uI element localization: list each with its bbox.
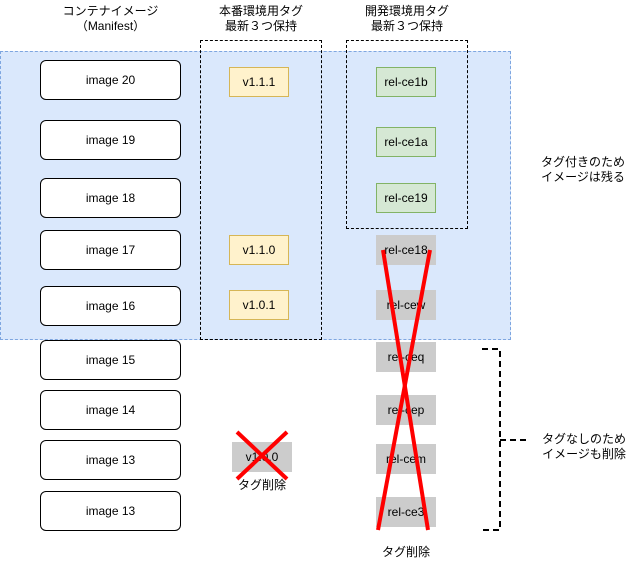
image-box: image 20 [40,60,181,100]
image-box: image 15 [40,340,181,380]
image-box: image 14 [40,390,181,430]
prod-tag-v101: v1.0.1 [229,290,289,320]
prod-tags-header: 本番環境用タグ 最新３つ保持 [218,4,303,33]
prod-tag-delete-label: タグ削除 [237,478,286,492]
prod-delete-cross-line [235,430,289,481]
dev-tag-deleted: rel-ce18 [376,235,436,265]
dev-tag-kept: rel-ce1b [376,67,436,97]
prod-tag-v111: v1.1.1 [229,67,289,97]
container-images-header: コンテナイメージ （Manifest） [62,4,159,33]
untagged-bracket [482,348,501,531]
dev-retention-box [346,40,468,229]
untagged-deleted-label: タグなしのため イメージも削除 [541,432,626,461]
image-box: image 13 [40,491,181,531]
dev-tag-deleted: rel-cem [376,444,436,474]
dev-tags-header: 開発環境用タグ 最新３つ保持 [364,4,449,33]
image-box: image 17 [40,230,181,270]
image-box: image 13 [40,440,181,480]
dev-tag-deleted: rel-ceq [376,342,436,372]
dev-tag-deleted: rel-cew [376,290,436,320]
image-box: image 19 [40,120,181,160]
prod-retention-box [200,40,322,340]
dev-delete-cross-line [376,249,432,531]
dev-tag-kept: rel-ce19 [376,183,436,213]
dev-tag-kept: rel-ce1a [376,127,436,157]
image-box: image 16 [40,286,181,326]
dev-tag-delete-label: タグ削除 [381,545,430,559]
tagged-remain-label: タグ付きのため イメージは残る [540,155,625,184]
image-box: image 18 [40,178,181,218]
prod-tag-v110: v1.1.0 [229,235,289,265]
